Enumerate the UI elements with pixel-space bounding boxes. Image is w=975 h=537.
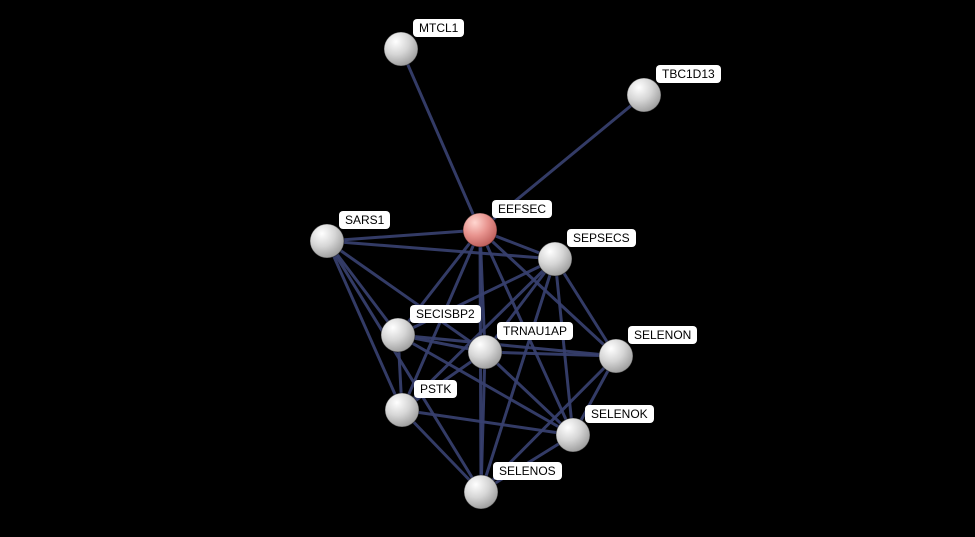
nodes-layer bbox=[309, 31, 662, 510]
edge-EEFSEC-MTCL1[interactable] bbox=[399, 47, 482, 232]
edge-TRNAU1AP-SELENOK[interactable] bbox=[483, 350, 575, 437]
edge-PSTK-SELENOK[interactable] bbox=[400, 408, 575, 437]
node-label-PSTK: PSTK bbox=[414, 380, 458, 398]
edge-SARS1-SEPSECS[interactable] bbox=[325, 239, 557, 261]
node-label-SELENOK: SELENOK bbox=[585, 405, 654, 423]
node-label-SELENON: SELENON bbox=[628, 326, 698, 344]
edge-SEPSECS-SELENOS[interactable] bbox=[479, 257, 557, 494]
node-label-SEPSECS: SEPSECS bbox=[567, 229, 636, 247]
node-SELENON[interactable] bbox=[598, 338, 634, 374]
node-label-SELENOS: SELENOS bbox=[493, 462, 562, 480]
edge-SARS1-SECISBP2[interactable] bbox=[325, 239, 400, 337]
edge-SEPSECS-SELENON[interactable] bbox=[553, 257, 618, 358]
node-SELENOS[interactable] bbox=[463, 474, 499, 510]
node-label-SECISBP2: SECISBP2 bbox=[410, 305, 481, 323]
edge-EEFSEC-SARS1[interactable] bbox=[325, 228, 482, 243]
node-label-MTCL1: MTCL1 bbox=[413, 19, 465, 37]
edge-SARS1-PSTK[interactable] bbox=[325, 239, 404, 412]
edge-PSTK-SELENOS[interactable] bbox=[400, 408, 483, 494]
node-label-TBC1D13: TBC1D13 bbox=[656, 65, 721, 83]
node-SARS1[interactable] bbox=[309, 223, 345, 259]
edge-TRNAU1AP-SELENON[interactable] bbox=[483, 350, 618, 358]
node-label-EEFSEC: EEFSEC bbox=[492, 200, 553, 218]
node-MTCL1[interactable] bbox=[383, 31, 419, 67]
node-SECISBP2[interactable] bbox=[380, 317, 416, 353]
edge-EEFSEC-SELENON[interactable] bbox=[478, 228, 618, 358]
node-label-TRNAU1AP: TRNAU1AP bbox=[497, 322, 574, 340]
node-SELENOK[interactable] bbox=[555, 417, 591, 453]
edge-SEPSECS-TRNAU1AP[interactable] bbox=[483, 257, 557, 354]
node-TBC1D13[interactable] bbox=[626, 77, 662, 113]
node-SEPSECS[interactable] bbox=[537, 241, 573, 277]
edge-SARS1-TRNAU1AP[interactable] bbox=[325, 239, 487, 354]
edge-SARS1-SELENOS[interactable] bbox=[325, 239, 483, 494]
node-TRNAU1AP[interactable] bbox=[467, 334, 503, 370]
edges-layer bbox=[325, 47, 646, 494]
node-PSTK[interactable] bbox=[384, 392, 420, 428]
edge-SECISBP2-SELENON[interactable] bbox=[396, 333, 618, 358]
node-EEFSEC[interactable] bbox=[462, 212, 498, 248]
node-label-SARS1: SARS1 bbox=[339, 211, 391, 229]
edge-SEPSECS-SELENOK[interactable] bbox=[553, 257, 575, 437]
